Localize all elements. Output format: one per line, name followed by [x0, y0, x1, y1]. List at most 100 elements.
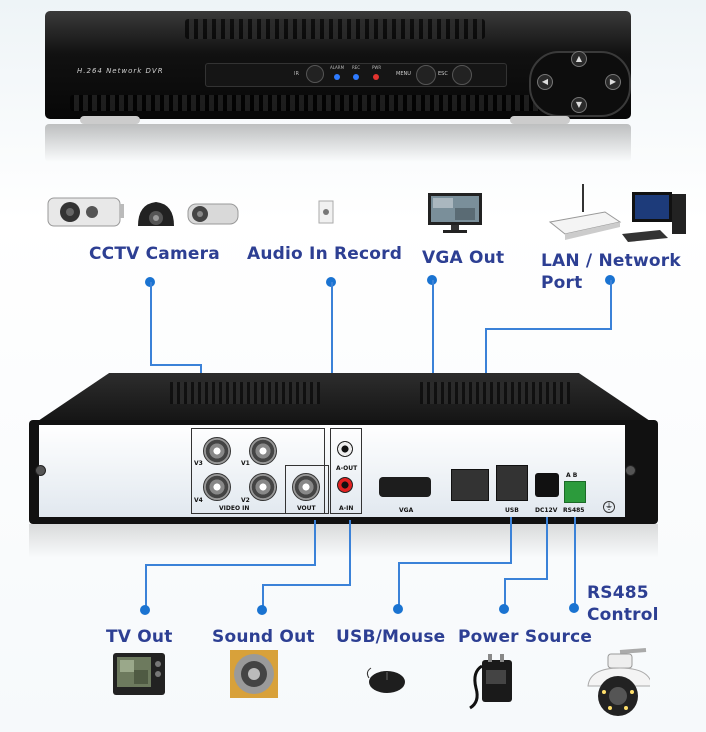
power-line-v2 [546, 517, 548, 580]
ir-window [306, 65, 324, 83]
bottom-vent [70, 95, 570, 111]
tv-out-dot [140, 605, 150, 615]
navigation-pad[interactable]: ▲ ▼ ◀ ▶ [529, 51, 631, 117]
audio-in-port[interactable] [337, 477, 353, 493]
video-in-v1-port[interactable] [249, 437, 277, 465]
label-power-source: Power Source [458, 627, 593, 647]
esc-label: ESC [438, 71, 448, 77]
label-usb-mouse: USB/Mouse [336, 627, 446, 647]
cctv-line-v [150, 282, 152, 366]
v4-label: V4 [194, 497, 203, 504]
vga-port[interactable] [379, 477, 431, 497]
usb-dot [393, 604, 403, 614]
cctv-line-h [150, 364, 202, 366]
label-sound-out: Sound Out [212, 627, 315, 647]
dvr-front-panel: H.264 Network DVR IR ALARM REC PWR MENU … [45, 11, 631, 119]
label-vga-out: VGA Out [422, 248, 505, 268]
pwr-label: PWR [372, 65, 382, 70]
back-vent-left [170, 382, 320, 404]
label-lan-port: LAN / Network Port [541, 251, 681, 293]
sound-out-line-v2 [349, 520, 351, 586]
tv-out-line-v2 [314, 520, 316, 566]
back-vent-right [420, 382, 570, 404]
cctv-camera-icon [47, 197, 239, 227]
ptz-dome-camera-icon [587, 648, 650, 716]
usb-line-v2 [510, 517, 512, 564]
audio-out-label: A-OUT [336, 465, 358, 472]
tv-out-line-h [145, 564, 315, 566]
model-label: H.264 Network DVR [77, 67, 164, 75]
down-arrow-icon[interactable]: ▼ [571, 97, 587, 113]
ground-icon: ⏚ [603, 501, 615, 513]
microphone-icon [318, 200, 334, 224]
power-line-h [504, 578, 548, 580]
usb-line-v [398, 562, 400, 608]
power-line-v [504, 578, 506, 608]
left-arrow-icon[interactable]: ◀ [537, 74, 553, 90]
rs485-dot [569, 603, 579, 613]
esc-button[interactable] [452, 65, 472, 85]
audio-in-line [331, 282, 333, 442]
dc12v-label: DC12V [535, 507, 558, 514]
ir-label: IR [294, 71, 299, 77]
label-cctv-camera: CCTV Camera [89, 244, 220, 264]
menu-label: MENU [396, 71, 411, 77]
sound-out-line-h [262, 584, 350, 586]
rec-led [353, 74, 359, 80]
vga-label: VGA [399, 507, 414, 514]
video-in-v3-port[interactable] [203, 437, 231, 465]
usb-port[interactable] [496, 465, 528, 501]
v2-label: V2 [241, 497, 250, 504]
dvr-back-plate: V3 V1 V4 V2 VIDEO IN VOUT A-OUT A-IN VGA… [39, 425, 625, 517]
rs485-terminal[interactable] [564, 481, 586, 503]
back-reflection [29, 524, 658, 558]
video-in-label: VIDEO IN [219, 505, 250, 512]
lan-line-v [610, 280, 612, 330]
rs485-ab-label: A B [566, 472, 578, 479]
tv-out-line-v [145, 564, 147, 608]
speaker-icon [230, 650, 278, 698]
rs485-label: RS485 [563, 507, 585, 514]
left-screw [35, 465, 46, 476]
video-in-v4-port[interactable] [203, 473, 231, 501]
sound-out-dot [257, 605, 267, 615]
video-in-group [191, 428, 325, 514]
sound-out-line-v [262, 584, 264, 608]
power-adapter-icon [469, 654, 512, 710]
tv-icon [113, 653, 165, 695]
vout-label: VOUT [297, 505, 316, 512]
top-vent [185, 19, 485, 39]
vout-port[interactable] [292, 473, 320, 501]
right-foot [510, 116, 570, 124]
audio-group [330, 428, 362, 514]
vout-group [285, 465, 329, 514]
v1-label: V1 [241, 460, 250, 467]
lan-line-h [485, 328, 612, 330]
audio-in-label: A-IN [339, 505, 354, 512]
v3-label: V3 [194, 460, 203, 467]
mouse-icon [366, 667, 405, 693]
right-arrow-icon[interactable]: ▶ [605, 74, 621, 90]
alarm-label: ALARM [330, 65, 345, 70]
pwr-led [373, 74, 379, 80]
monitor-icon [428, 193, 482, 233]
alarm-led [334, 74, 340, 80]
usb-label: USB [505, 507, 519, 514]
label-audio-in: Audio In Record [247, 244, 403, 264]
rec-label: REC [352, 65, 361, 70]
label-tv-out: TV Out [106, 627, 173, 647]
rs485-line [574, 517, 576, 607]
menu-button[interactable] [416, 65, 436, 85]
right-screw [625, 465, 636, 476]
video-in-v2-port[interactable] [249, 473, 277, 501]
label-rs485-control: RS485 Control [587, 583, 659, 625]
indicator-strip: IR ALARM REC PWR MENU ESC [205, 63, 507, 87]
left-foot [80, 116, 140, 124]
dc-power-port[interactable] [535, 473, 559, 497]
lan-port[interactable] [451, 469, 489, 501]
power-dot [499, 604, 509, 614]
router-icon [548, 184, 622, 240]
audio-out-port[interactable] [337, 441, 353, 457]
up-arrow-icon[interactable]: ▲ [571, 51, 587, 67]
usb-line-h [398, 562, 512, 564]
